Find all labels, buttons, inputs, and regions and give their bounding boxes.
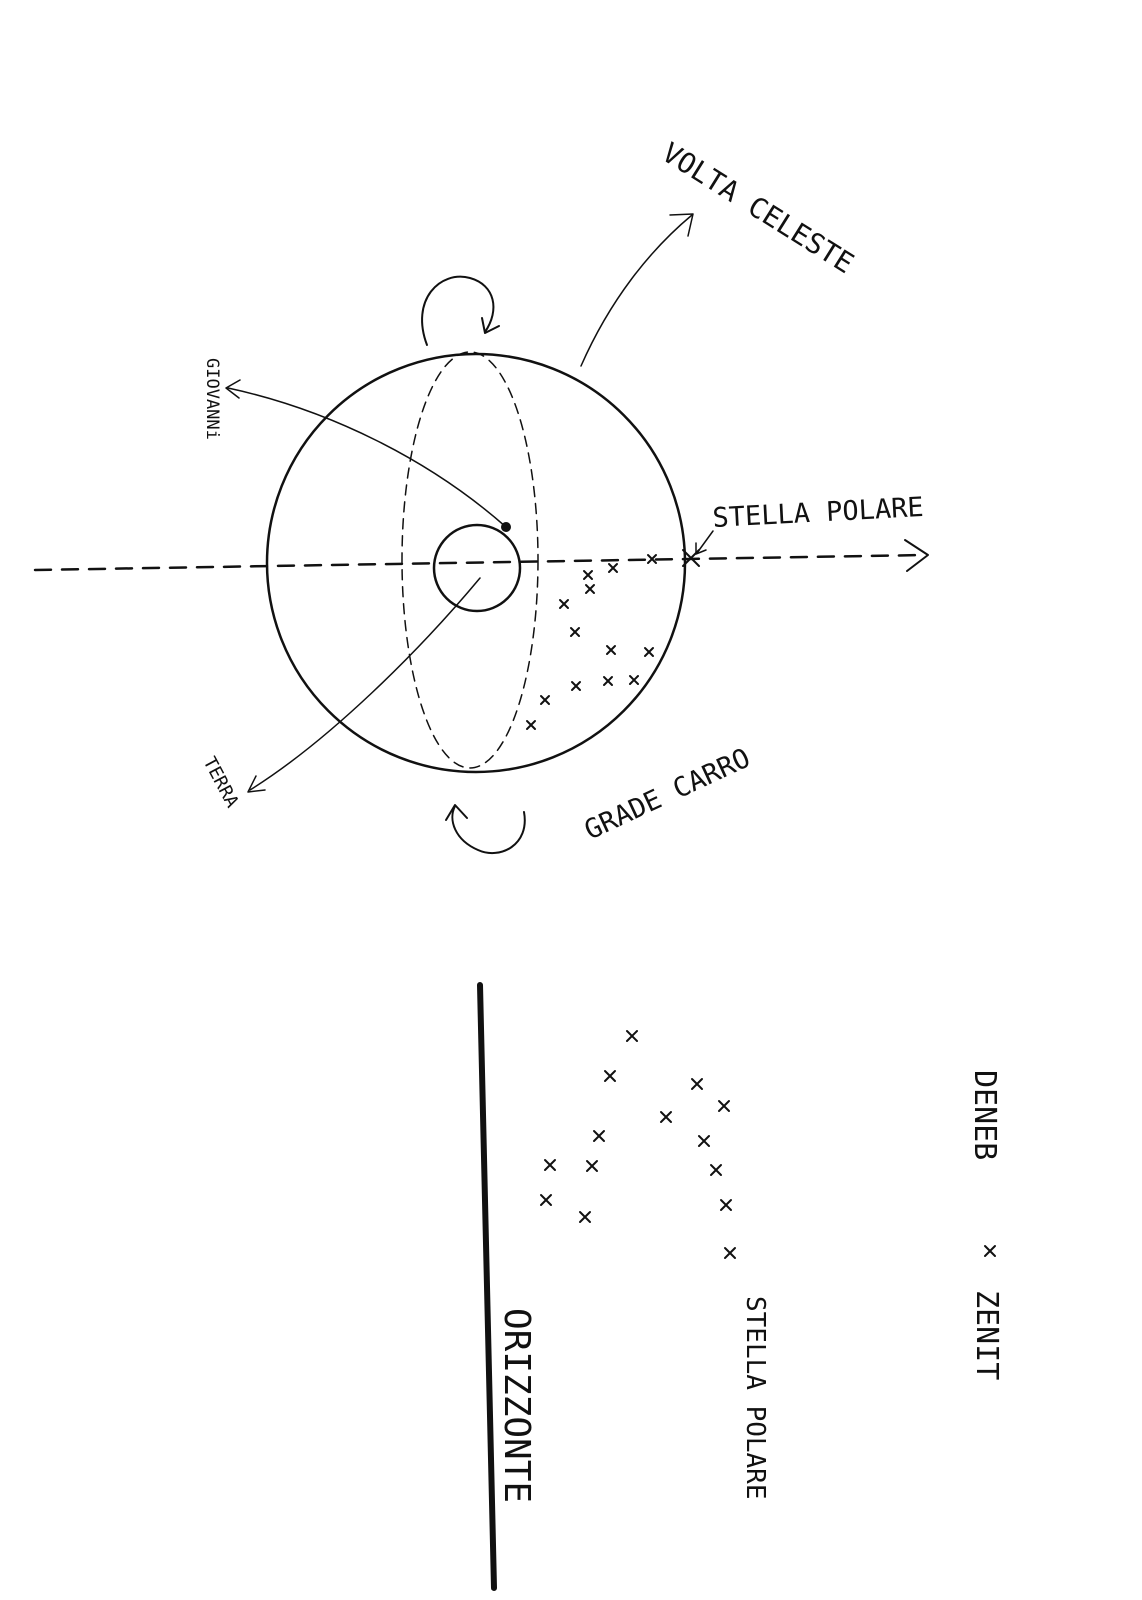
star [559,599,569,609]
rotation-arrow-top [421,275,495,346]
star [626,1030,638,1042]
stella-polare-label-bottom: STELLA POLARE [740,1296,770,1500]
star [526,720,536,730]
volta-celeste-pointer [580,214,693,367]
star [710,1164,722,1176]
rotation-arrow-bottom-head [445,804,468,821]
giovanni-pointer [227,387,507,528]
star [644,647,654,657]
star [647,554,657,564]
stella-polare-label-top: STELLA POLARE [712,492,925,534]
star [604,1070,616,1082]
axis-arrowhead [904,539,929,572]
stella-polare-star [682,549,700,567]
terra-arrowhead [247,775,266,793]
volta-celeste-label: VOLTA CELESTE [656,136,859,280]
terra-label: TERRA [199,753,243,811]
celestial-axis [33,553,927,572]
volta-celeste-arrowhead [669,213,694,237]
star [579,1211,591,1223]
star [608,563,618,573]
star [629,675,639,685]
star [540,695,550,705]
grade-carro-label: GRADE CARRO [580,743,755,847]
orizzonte-label: ORIZZONTE [496,1308,537,1503]
star [540,1194,552,1206]
star [570,627,580,637]
rotation-arrow-bottom [451,805,526,855]
sphere-stars [526,549,700,730]
giovanni-label: GIOVANNi [202,358,222,440]
celestial-sphere-diagram: VOLTA CELESTE GIOVANNi STELLA POLARE TER… [33,136,929,855]
star [720,1199,732,1211]
star [593,1130,605,1142]
horizon-line [477,982,497,1591]
star [718,1100,730,1112]
sky-view-diagram: ORIZZONTE STELLA POLARE DENEB ZENIT [477,982,1004,1591]
deneb-label: DENEB [967,1070,1002,1160]
star [603,676,613,686]
terra-pointer [249,577,481,791]
giovanni-arrowhead [225,379,241,399]
earth-circle [432,523,522,613]
star [698,1135,710,1147]
zenit-star [984,1245,996,1257]
star [691,1078,703,1090]
star [660,1111,672,1123]
zenit-label: ZENIT [969,1290,1004,1380]
sky-stars [540,1030,996,1259]
star [544,1159,556,1171]
star [606,645,616,655]
star [571,681,581,691]
star [586,1160,598,1172]
rotation-arrow-top-head [481,317,500,334]
star [585,584,595,594]
meridian-ellipse [401,351,539,769]
star [583,570,593,580]
stella-polare-star-bottom [724,1247,736,1259]
